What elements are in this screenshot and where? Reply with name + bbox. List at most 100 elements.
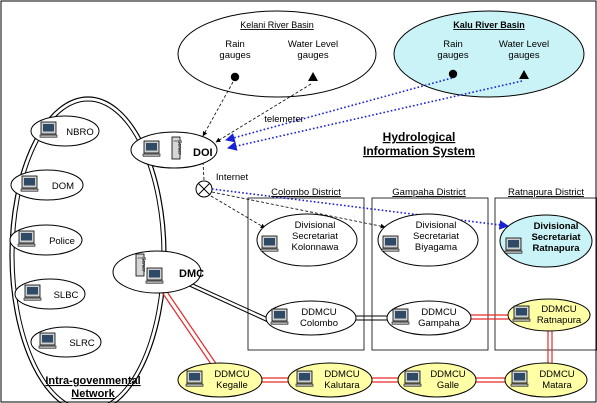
dmc-colombo-link	[184, 283, 269, 323]
sec-biyagama-line: Secretariat	[413, 231, 459, 242]
rain-gauge-icon	[230, 72, 240, 82]
water-level-gauge-icon	[519, 70, 529, 79]
computer-icon	[142, 140, 161, 157]
colombo-district-label: Colombo District	[271, 187, 341, 198]
computer-icon	[185, 370, 204, 387]
computer-icon	[295, 370, 314, 387]
server-label: Server	[140, 257, 146, 272]
dd-matara-line: DDMCU	[539, 369, 574, 380]
sec-kolonnawa-line: Divisional	[295, 220, 336, 231]
node-dom: DOM	[10, 169, 84, 201]
telemeter-link	[215, 83, 312, 143]
his-title-line: Information System	[363, 144, 475, 158]
dd-colombo-line: Colombo	[300, 318, 338, 329]
rain-gauge-icon	[448, 69, 458, 79]
police-label: Police	[49, 236, 75, 247]
kalu-to-doi-link	[227, 80, 523, 151]
node-doi: Server DOI	[130, 131, 218, 169]
sec-ratnapura-line: Ratnapura	[533, 243, 581, 254]
telemeter-label: telemeter	[264, 114, 304, 125]
sec-biyagama-line: Divisional	[416, 220, 457, 231]
telemeter-link	[202, 81, 234, 137]
sec-kolonnawa-line: Kolonnawa	[291, 242, 339, 253]
kel-water-line: Water Level	[288, 39, 338, 50]
kalu-basin-title: Kalu River Basin	[453, 20, 525, 30]
colombo-district-box	[247, 197, 365, 351]
dd-kegalle-line: Kegalle	[216, 380, 248, 391]
ratnapura-district-box	[494, 197, 597, 351]
red-links	[154, 279, 553, 383]
nbro-label: NBRO	[66, 127, 93, 138]
slrc-label: SLRC	[69, 338, 94, 349]
dd-kegalle-line: DDMCU	[214, 369, 249, 380]
computer-icon	[17, 230, 36, 247]
sec-ratnapura-line: Secretariat	[531, 232, 581, 243]
gampaha-district-label: Gampaha District	[392, 187, 466, 198]
dmc-label: DMC	[179, 268, 204, 280]
dd-gampaha-line: DDMCU	[421, 307, 456, 318]
dd-colombo-line: DDMCU	[301, 307, 336, 318]
sec-ratnapura-line: Divisional	[534, 221, 579, 232]
computer-icon	[504, 237, 523, 254]
node-police: Police	[9, 224, 83, 256]
kalu-rain-line: Rain	[443, 39, 463, 50]
dmc-colombo-link	[183, 279, 269, 319]
kel-rain-line: gauges	[219, 50, 250, 61]
computer-icon	[20, 175, 39, 192]
kalu-to-doi-link	[225, 77, 453, 143]
dd-matara-line: Matara	[542, 380, 572, 391]
computer-icon	[38, 332, 57, 349]
computer-icon	[510, 370, 529, 387]
internet-link	[210, 195, 266, 229]
dd-galle-line: Galle	[437, 380, 459, 391]
dd-ratnapura-line: Ratnapura	[537, 315, 582, 326]
dd-gampaha-line: Gampaha	[418, 318, 460, 329]
computer-icon	[391, 308, 410, 325]
computer-icon	[381, 235, 400, 252]
computer-icon	[403, 370, 422, 387]
internet-label: Internet	[216, 172, 249, 183]
doi-internet-link	[202, 161, 205, 181]
doi-label: DOI	[193, 147, 213, 159]
sec-biyagama-line: Biyagama	[415, 242, 458, 253]
computer-icon	[270, 308, 289, 325]
server-label: Server	[176, 140, 182, 155]
internet-link	[211, 191, 386, 229]
kel-rain-line: Rain	[225, 39, 245, 50]
gampaha-district-box	[371, 197, 489, 351]
ratnapura-district-label: Ratnapura District	[508, 187, 584, 198]
kel-water-line: gauges	[297, 50, 328, 61]
computer-icon	[512, 305, 531, 322]
kalu-rain-line: gauges	[437, 50, 468, 61]
node-slbc: SLBC	[14, 278, 86, 310]
node-nbro: NBRO	[30, 115, 100, 147]
dd-kalutara-line: Kalutara	[324, 380, 360, 391]
node-dmc: Server DMC	[112, 250, 204, 294]
